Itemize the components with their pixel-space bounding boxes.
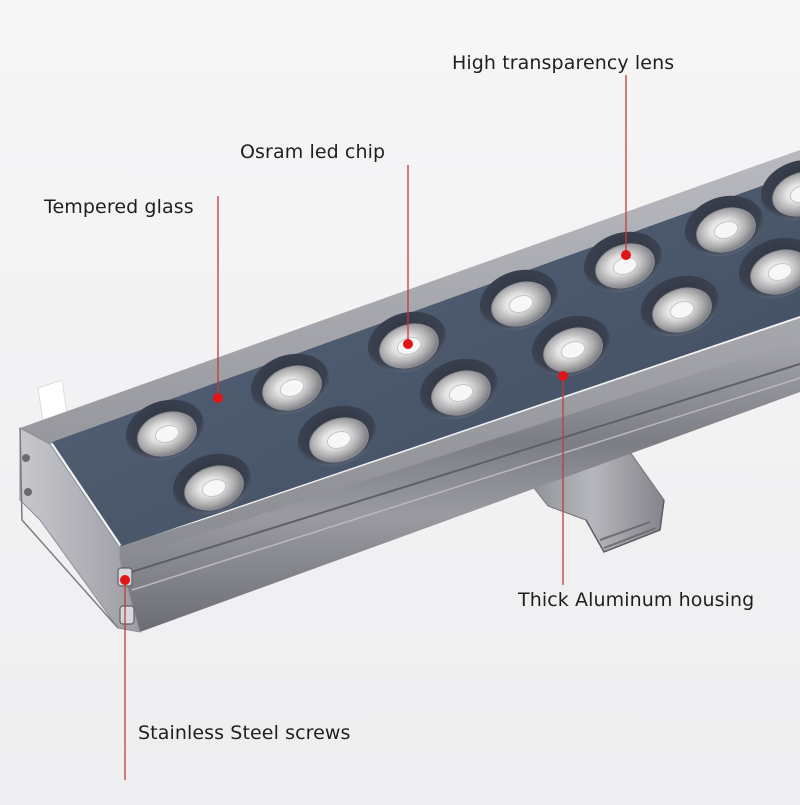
led-lens (531, 315, 611, 377)
led-lens (367, 311, 447, 373)
marker-glass (213, 393, 223, 403)
led-lens (297, 405, 377, 467)
housing-highlight (131, 377, 800, 591)
callout-stainless-steel-screws: Stainless Steel screws (138, 722, 351, 744)
led-lens (583, 231, 663, 293)
marker-chip (403, 339, 413, 349)
led-lens (250, 353, 330, 415)
led-lens (738, 237, 800, 299)
callout-leaders (120, 75, 631, 780)
callout-aluminum-housing: Thick Aluminum housing (518, 589, 755, 611)
marker-lens (621, 250, 631, 260)
led-lens-array (125, 159, 800, 515)
marker-screws (120, 575, 130, 585)
led-lens (125, 399, 205, 461)
led-lens (479, 269, 559, 331)
led-lens (640, 275, 720, 337)
housing-groove (127, 363, 800, 574)
led-lens (172, 453, 252, 515)
led-lens (684, 195, 764, 257)
housing-end-face (19, 427, 141, 633)
marker-housing (558, 371, 568, 381)
callout-osram-led-chip: Osram led chip (240, 141, 386, 163)
callout-high-transparency-lens: High transparency lens (452, 52, 675, 74)
led-lens (419, 358, 499, 420)
callout-tempered-glass: Tempered glass (44, 196, 194, 218)
